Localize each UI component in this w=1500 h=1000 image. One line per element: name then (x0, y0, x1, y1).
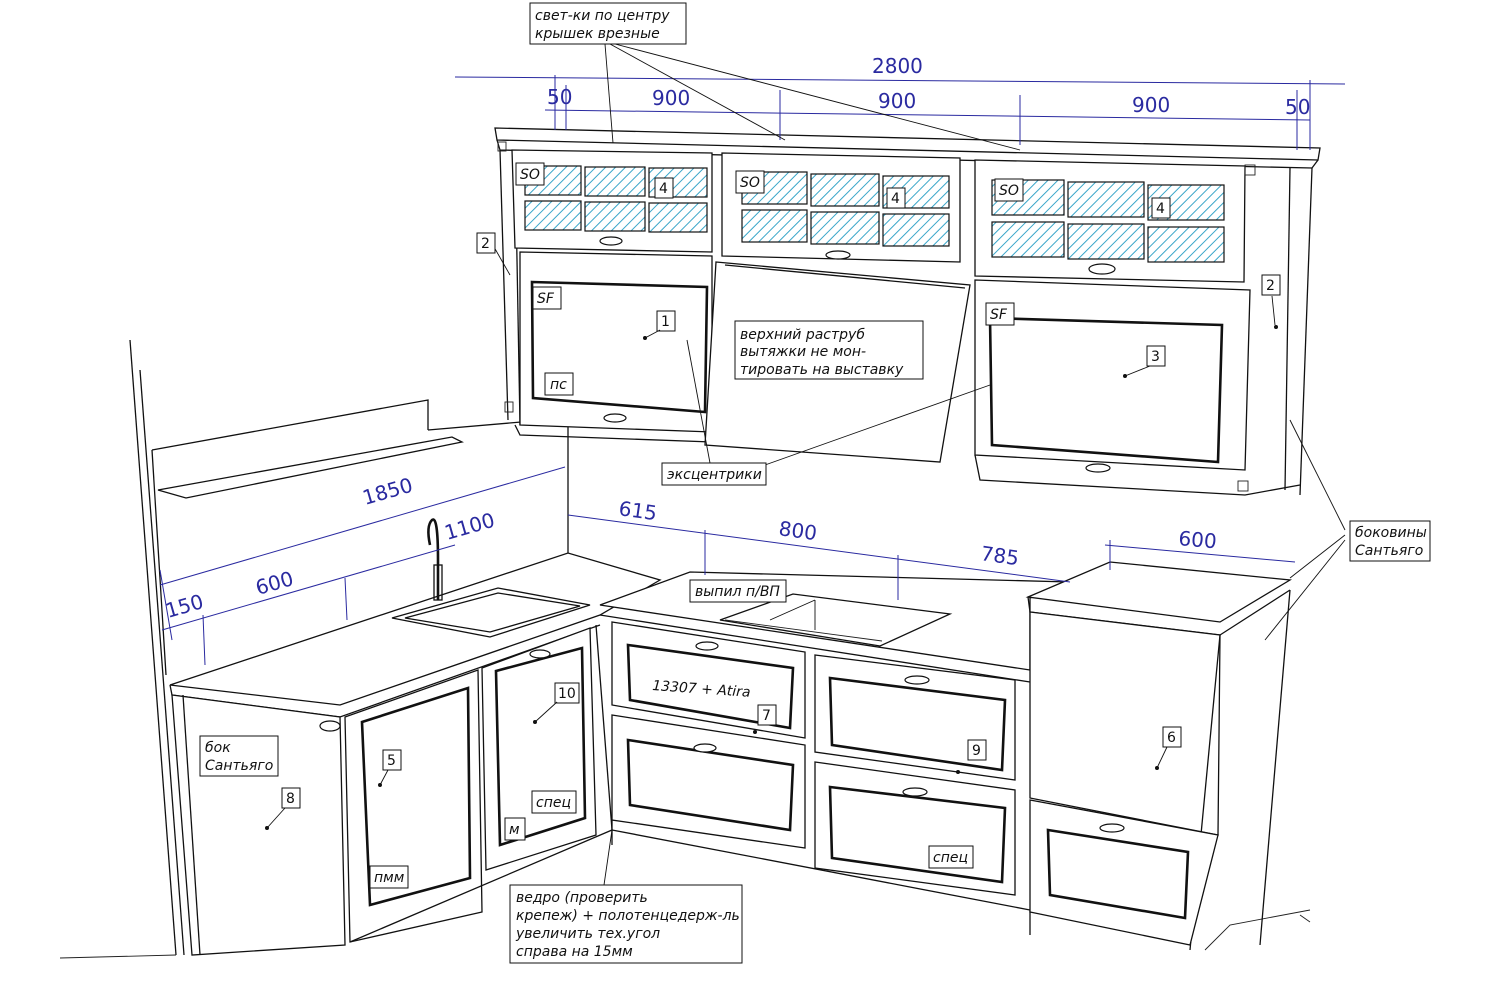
svg-text:Сантьяго: Сантьяго (1355, 543, 1423, 559)
handle-icon (599, 236, 623, 246)
handle-icon (904, 675, 930, 685)
handle-icon (695, 641, 719, 651)
dim-top-segment: 50 (547, 85, 572, 109)
finish-code: 13307 + Atira (652, 678, 751, 701)
dim-back-run: 785 (979, 541, 1020, 570)
upper-cabinets (494, 127, 1321, 496)
dim-left-run: 1850 (360, 473, 416, 510)
item-number: 7 (762, 708, 771, 724)
handle-icon (603, 413, 627, 423)
tag-spec: спец (933, 850, 968, 866)
handle-icon (319, 720, 341, 732)
handle-icon (693, 743, 717, 753)
tag-sf: SF (537, 291, 555, 307)
svg-text:ведро (проверить: ведро (проверить (516, 890, 648, 906)
note-lights: свет-ки по центру крышек врезные (529, 2, 687, 45)
item-number: 9 (972, 743, 981, 759)
item-number: 8 (286, 791, 295, 807)
item-number: 4 (659, 181, 668, 197)
dim-top-segment: 900 (1132, 93, 1170, 117)
svg-text:эксцентрики: эксцентрики (667, 467, 762, 483)
item-number: 5 (387, 753, 396, 769)
note-hood: верхний раструб вытяжки не мон- тировать… (734, 320, 924, 380)
item-number: 10 (558, 686, 576, 702)
handle-icon (825, 250, 851, 260)
dim-left-part: 600 (253, 566, 296, 600)
item-number: 4 (891, 191, 900, 207)
note-bucket: ведро (проверить крепеж) + полотенцедерж… (509, 884, 743, 964)
item-number: 6 (1167, 730, 1176, 746)
handle-icon (1088, 263, 1116, 275)
tag-so: SO (520, 167, 540, 183)
svg-text:крепеж) + полотенцедерж-ль: крепеж) + полотенцедерж-ль (516, 908, 740, 924)
svg-text:справа на 15мм: справа на 15мм (516, 944, 633, 960)
svg-text:боковины: боковины (1355, 525, 1427, 541)
note-boxes: свет-ки по центру крышек врезные верхний… (199, 2, 1431, 964)
room-outline (59, 339, 1311, 959)
item-number: 2 (1266, 278, 1275, 294)
dim-top-segment: 50 (1285, 95, 1310, 119)
handle-icon (902, 787, 928, 797)
dim-top-segment: 900 (878, 89, 916, 113)
backsplash-left (151, 399, 569, 676)
dim-top-segment: 900 (652, 86, 690, 110)
dim-left-part: 150 (163, 589, 206, 623)
item-markers: 1 2 2 3 4 4 4 5 6 7 (265, 177, 1281, 830)
svg-text:вытяжки не мон-: вытяжки не мон- (740, 344, 866, 360)
tag-spec: спец (536, 795, 571, 811)
tag-m: м (509, 822, 520, 838)
tag-pmm: пмм (374, 870, 405, 886)
item-number: 2 (481, 236, 490, 252)
svg-text:тировать на выставку: тировать на выставку (740, 362, 904, 378)
item-number: 3 (1151, 349, 1160, 365)
handle-icon (1085, 463, 1111, 473)
leader-lines (489, 43, 1346, 886)
svg-text:свет-ки по центру: свет-ки по центру (535, 8, 670, 24)
note-sides-santiago: боковины Сантьяго (1349, 520, 1431, 562)
dim-left-part: 1100 (442, 508, 498, 545)
dim-total-top: 2800 (872, 54, 923, 78)
svg-text:выпил п/ВП: выпил п/ВП (695, 584, 780, 600)
svg-text:Сантьяго: Сантьяго (205, 758, 273, 774)
dim-back-run: 615 (617, 496, 658, 525)
tag-ps: пс (550, 377, 567, 393)
hob (719, 593, 953, 647)
tag-labels: SO SO SO SF SF пс пмм м спец спец 13307 … (369, 162, 1024, 889)
dim-tall-depth: 600 (1178, 526, 1218, 553)
svg-text:крышек врезные: крышек врезные (535, 26, 660, 42)
dim-back-run: 800 (777, 516, 818, 545)
note-cutout: выпил п/ВП (689, 579, 787, 603)
dimension-lines (159, 75, 1346, 666)
item-number: 1 (661, 314, 670, 330)
tag-sf: SF (990, 307, 1008, 323)
faucet (427, 518, 440, 600)
glass-panels-middle (741, 171, 950, 247)
item-number: 4 (1156, 201, 1165, 217)
handle-icon (529, 649, 551, 659)
svg-text:верхний раструб: верхний раструб (740, 327, 865, 343)
tall-cabinet-top (1025, 561, 1293, 623)
svg-text:увеличить тех.угол: увеличить тех.угол (515, 926, 660, 942)
svg-text:бок: бок (205, 740, 231, 756)
note-side-santiago: бок Сантьяго (199, 735, 279, 777)
tag-so: SO (999, 183, 1019, 199)
tag-so: SO (740, 175, 760, 191)
note-eccentrics: эксцентрики (661, 462, 767, 486)
handle-icon (1099, 823, 1125, 833)
